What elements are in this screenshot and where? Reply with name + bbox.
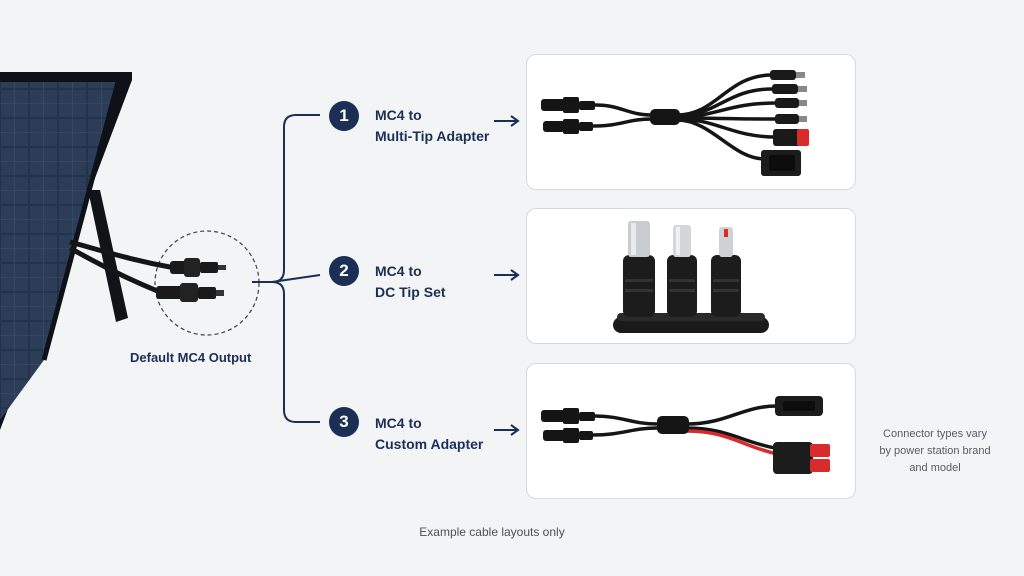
mc4-female-connector — [170, 258, 226, 277]
step-1-badge: 1 — [329, 101, 359, 131]
side-note-line1: Connector types vary — [883, 428, 987, 440]
multi-tip-adapter-image — [541, 70, 809, 176]
step-2-arrow-icon — [494, 269, 520, 281]
step-2-label: MC4 to DC Tip Set — [375, 261, 446, 303]
step-3-arrow-icon — [494, 424, 520, 436]
side-note: Connector types vary by power station br… — [872, 426, 998, 477]
custom-adapter-card — [526, 363, 856, 499]
side-note-line3: and model — [909, 462, 961, 474]
step-3-line1: MC4 to — [375, 415, 422, 431]
dc-tip-set-image — [613, 221, 769, 333]
footer-note: Example cable layouts only — [419, 525, 565, 539]
step-3-label: MC4 to Custom Adapter — [375, 413, 483, 455]
multi-tip-adapter-card — [526, 54, 856, 190]
step-2-line2: DC Tip Set — [375, 284, 446, 300]
step-3-badge: 3 — [329, 407, 359, 437]
solar-panel-illustration — [0, 72, 132, 430]
step-1-line2: Multi-Tip Adapter — [375, 128, 490, 144]
mc4-male-connector — [156, 283, 224, 302]
step-1-label: MC4 to Multi-Tip Adapter — [375, 105, 489, 147]
step-3-line2: Custom Adapter — [375, 436, 484, 452]
step-2-line1: MC4 to — [375, 263, 422, 279]
step-2-badge: 2 — [329, 256, 359, 286]
default-output-label: Default MC4 Output — [130, 350, 252, 365]
step-1-line1: MC4 to — [375, 107, 422, 123]
dc-tip-set-card — [526, 208, 856, 344]
side-note-line2: by power station brand — [879, 445, 991, 457]
custom-adapter-image — [541, 396, 830, 474]
step-1-arrow-icon — [494, 115, 520, 127]
